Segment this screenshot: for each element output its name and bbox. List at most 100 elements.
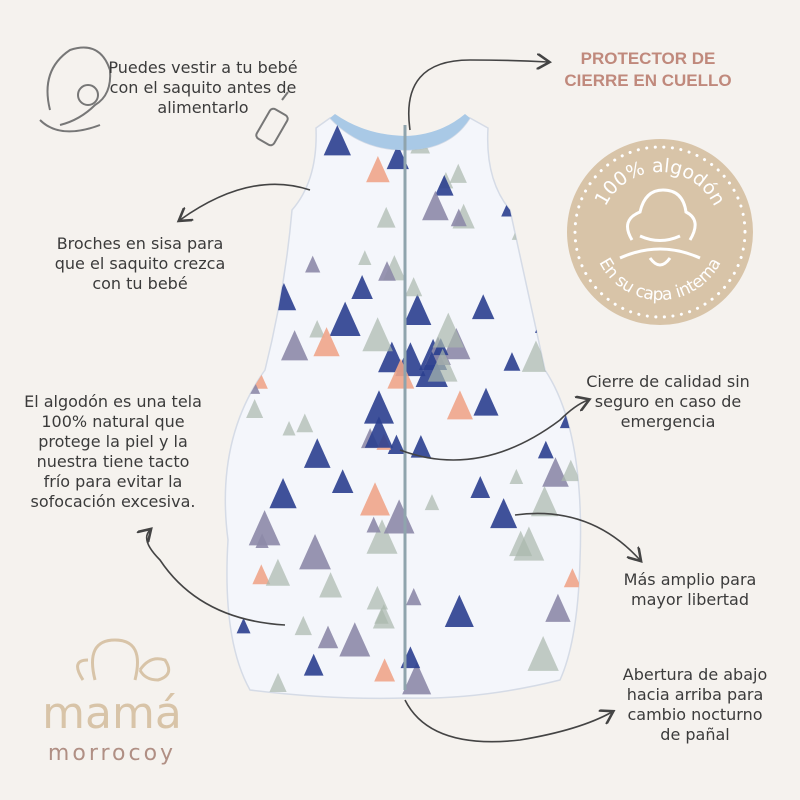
pattern-tree [299, 534, 331, 570]
pattern-tree [557, 297, 580, 322]
pattern-tree [246, 300, 268, 324]
pattern-tree [296, 413, 314, 433]
pattern-tree [378, 261, 396, 281]
feature-snaps-text: Broches en sisa para que el saquito crez… [54, 234, 226, 293]
pattern-tree [313, 327, 340, 357]
pattern-tree [225, 301, 250, 338]
cotton-icon [619, 188, 701, 267]
pattern-tree [303, 438, 331, 468]
pattern-tree [405, 588, 422, 606]
pattern-tree [410, 435, 432, 458]
pattern-tree [449, 163, 467, 183]
sleeping-sack-image [224, 114, 582, 700]
cotton-badge: 100% algodón En su capa interna [567, 139, 753, 325]
pattern-tree [269, 672, 287, 692]
pattern-tree [509, 468, 524, 484]
pattern-tree [403, 294, 432, 326]
logo-main: mamá [42, 688, 182, 739]
feature-feed-text: Puedes vestir a tu bebé con el saquito a… [108, 58, 298, 117]
baby-bottle-icon [255, 91, 289, 147]
pattern-tree [386, 144, 409, 170]
pattern-tree [527, 636, 559, 671]
pattern-tree [503, 352, 521, 371]
pattern-tree [402, 662, 432, 695]
pattern-tree [229, 318, 248, 340]
pattern-tree [387, 358, 415, 389]
pattern-tree [470, 476, 491, 498]
pattern-tree [434, 174, 454, 196]
pattern-tree [248, 510, 281, 546]
pattern-tree [424, 494, 440, 511]
pattern-tree [309, 319, 326, 338]
pattern-tree [366, 516, 381, 533]
pattern-tree [323, 125, 351, 156]
pattern-tree [366, 156, 390, 183]
pattern-tree [383, 499, 415, 534]
pattern-tree [265, 558, 291, 586]
pattern-tree [303, 653, 324, 676]
pattern-tree [317, 625, 339, 649]
pattern-tree [225, 310, 251, 347]
feature-opening-text: Abertura de abajo hacia arriba para camb… [622, 665, 768, 744]
feature-wider-text: Más amplio para mayor libertad [623, 570, 757, 609]
pattern-tree [537, 440, 554, 459]
pattern-tree [364, 416, 394, 448]
pattern-tree [471, 294, 495, 320]
pattern-tree [366, 585, 389, 610]
pattern-tree [362, 317, 393, 352]
pattern-tree [282, 421, 296, 436]
pattern-tree [521, 340, 551, 372]
pattern-tree [405, 277, 423, 297]
pattern-tree [444, 594, 474, 627]
pattern-tree [360, 482, 390, 516]
pattern-tree [331, 469, 354, 494]
pattern-tree [563, 568, 581, 588]
pattern-tree [374, 607, 389, 624]
pattern-tree [427, 348, 458, 382]
pattern-tree [432, 312, 464, 348]
pattern-tree [358, 250, 372, 266]
pattern-tree [252, 564, 271, 585]
pattern-tree [258, 249, 273, 266]
pattern-tree [319, 572, 343, 598]
pattern-tree [511, 216, 533, 240]
pattern-tree [235, 199, 255, 221]
pattern-tree [513, 526, 545, 561]
pattern-tree [236, 617, 251, 634]
brand-logo: mamá morrocoy [42, 638, 182, 766]
pattern-tree [545, 593, 571, 622]
pattern-tree [534, 313, 553, 333]
pattern-tree [376, 206, 396, 228]
pattern-tree [363, 390, 394, 424]
pattern-tree [225, 342, 246, 371]
pattern-tree [225, 197, 238, 227]
pattern-tree [366, 519, 398, 554]
feature-zipper-text: Cierre de calidad sin seguro en caso de … [586, 372, 750, 431]
pattern-tree [501, 202, 514, 217]
pattern-tree [530, 486, 559, 517]
feature-cotton-text: El algodón es una tela 100% natural que … [24, 392, 202, 511]
pattern-tree [387, 434, 406, 455]
pattern-tree [246, 399, 264, 418]
pattern-tree [374, 658, 396, 682]
pattern-tree [490, 498, 518, 529]
pattern-tree [561, 459, 581, 482]
pattern-tree [294, 615, 312, 636]
pattern-tree [422, 190, 449, 221]
pattern-tree [281, 330, 309, 361]
arrows [147, 60, 640, 743]
mother-baby-icon [39, 46, 112, 133]
pattern-tree [450, 208, 467, 227]
pattern-tree [305, 255, 321, 273]
pattern-tree [473, 387, 499, 416]
neck-protector-heading: PROTECTOR DE CIERRE EN CUELLO [564, 49, 732, 90]
pattern-tree [329, 301, 361, 337]
pattern-tree [446, 390, 473, 420]
pattern-tree [351, 275, 373, 299]
logo-sub: morrocoy [48, 741, 176, 766]
pattern-tree [339, 622, 371, 657]
pattern-tree [269, 477, 297, 509]
pattern-tree [264, 132, 297, 169]
pattern-tree [270, 146, 284, 161]
